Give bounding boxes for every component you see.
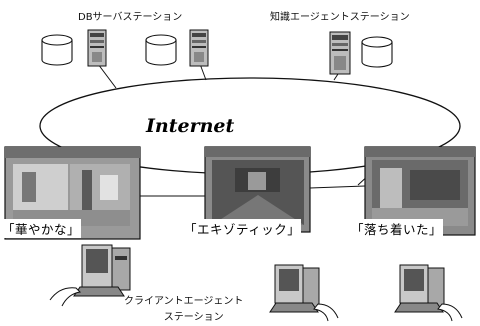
client-terminal-2 [269,264,339,322]
db-station-1 [41,29,107,67]
server-tower-icon [189,29,209,67]
knowledge-agent-label: 知識エージェントステーション [270,12,410,23]
link-db-server-1 [97,63,117,89]
database-cylinder-icon [145,34,177,66]
database-cylinder-icon [41,34,73,66]
link-db-server-2 [199,63,207,81]
server-tower-icon [87,29,107,67]
server-tower-icon [329,31,351,75]
client-terminal-1 [49,244,131,307]
db-station-2 [145,29,209,67]
database-cylinder-icon [361,36,393,68]
user-hand-icon [437,303,463,322]
link-screen-3-to-2 [309,185,366,189]
db-station-label: DBサーバステーション [78,12,183,23]
screen-2 [204,146,311,233]
client-terminal-icon [269,264,320,313]
internet-label: Internet [146,115,235,137]
user-hand-icon [49,287,82,307]
client-agent-label-line1: クライアントエージェント [124,296,244,307]
client-terminal-icon [394,264,445,313]
impression-tag-2: 「エキゾティック」 [183,219,302,238]
client-terminal-icon [73,244,131,297]
user-hand-icon [313,303,339,322]
impression-tag-1: 「華やかな」 [1,219,82,238]
client-agent-label-line2: ステーション [163,312,224,323]
knowledge-agent-station [329,31,393,75]
impression-tag-3: 「落ち着いた」 [350,219,444,238]
client-terminal-3 [394,264,463,322]
client-agent-label: クライアントエージェント ステーション [124,294,243,326]
link-knowledge [333,73,339,81]
